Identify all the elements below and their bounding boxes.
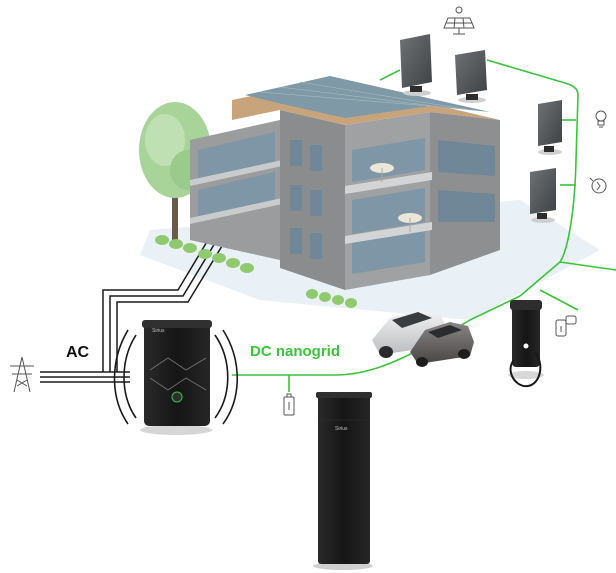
dc-nanogrid-label: DC nanogrid bbox=[250, 343, 340, 360]
lightbulb-icon bbox=[595, 110, 607, 128]
solar-panel-1 bbox=[400, 34, 432, 96]
ev-charger bbox=[508, 300, 544, 388]
solar-panel-3 bbox=[538, 100, 562, 155]
solar-panel-2 bbox=[455, 50, 487, 103]
battery-icon bbox=[283, 393, 295, 416]
shrubs-left bbox=[155, 235, 254, 273]
solar-panel-icon bbox=[443, 6, 475, 35]
transmission-tower-icon bbox=[10, 356, 34, 393]
battery-cabinet bbox=[313, 392, 373, 570]
battery-brand-text: Sirius bbox=[335, 426, 348, 432]
inverter-unit bbox=[113, 320, 238, 435]
solar-panel-4 bbox=[530, 168, 556, 223]
power-plug-icon bbox=[589, 177, 607, 194]
ac-grid-lines bbox=[40, 371, 130, 383]
ev-charging-icon bbox=[555, 315, 577, 337]
apartment-building bbox=[190, 76, 500, 290]
ac-building-lines bbox=[102, 239, 223, 372]
inverter-brand-text: Sirius bbox=[152, 328, 165, 334]
car-dark bbox=[410, 322, 474, 367]
shrubs-front bbox=[306, 289, 357, 308]
ac-label: AC bbox=[66, 344, 90, 361]
